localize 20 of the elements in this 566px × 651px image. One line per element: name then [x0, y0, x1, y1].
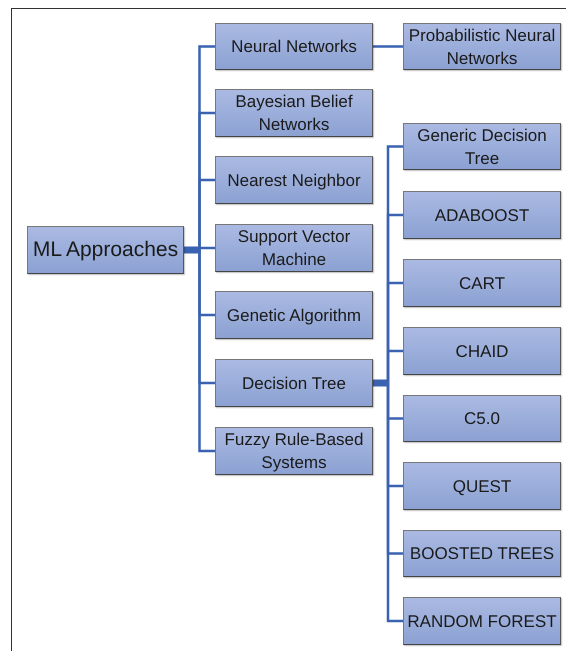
node-box: Genetic Algorithm: [215, 291, 373, 339]
connector-line: [373, 380, 390, 386]
node-box: CHAID: [403, 327, 561, 375]
node-box: Generic Decision Tree: [403, 123, 561, 170]
node-box: Neural Networks: [215, 23, 373, 70]
node-box: Decision Tree: [215, 359, 373, 407]
node-box: CART: [403, 259, 561, 307]
node-box: Probabilistic Neural Networks: [403, 23, 561, 70]
node-box: Support Vector Machine: [215, 224, 373, 272]
node-box: Bayesian Belief Networks: [215, 89, 373, 137]
connector-line: [373, 45, 403, 48]
node-box: Fuzzy Rule-Based Systems: [215, 427, 373, 475]
node-box: BOOSTED TREES: [403, 530, 561, 577]
node-box: ADABOOST: [403, 191, 561, 239]
node-box: C5.0: [403, 395, 561, 442]
connector-line: [184, 246, 201, 254]
node-box: QUEST: [403, 462, 561, 510]
node-box: ML Approaches: [27, 226, 184, 274]
node-box: RANDOM FOREST: [403, 597, 561, 645]
node-box: Nearest Neighbor: [215, 156, 373, 204]
